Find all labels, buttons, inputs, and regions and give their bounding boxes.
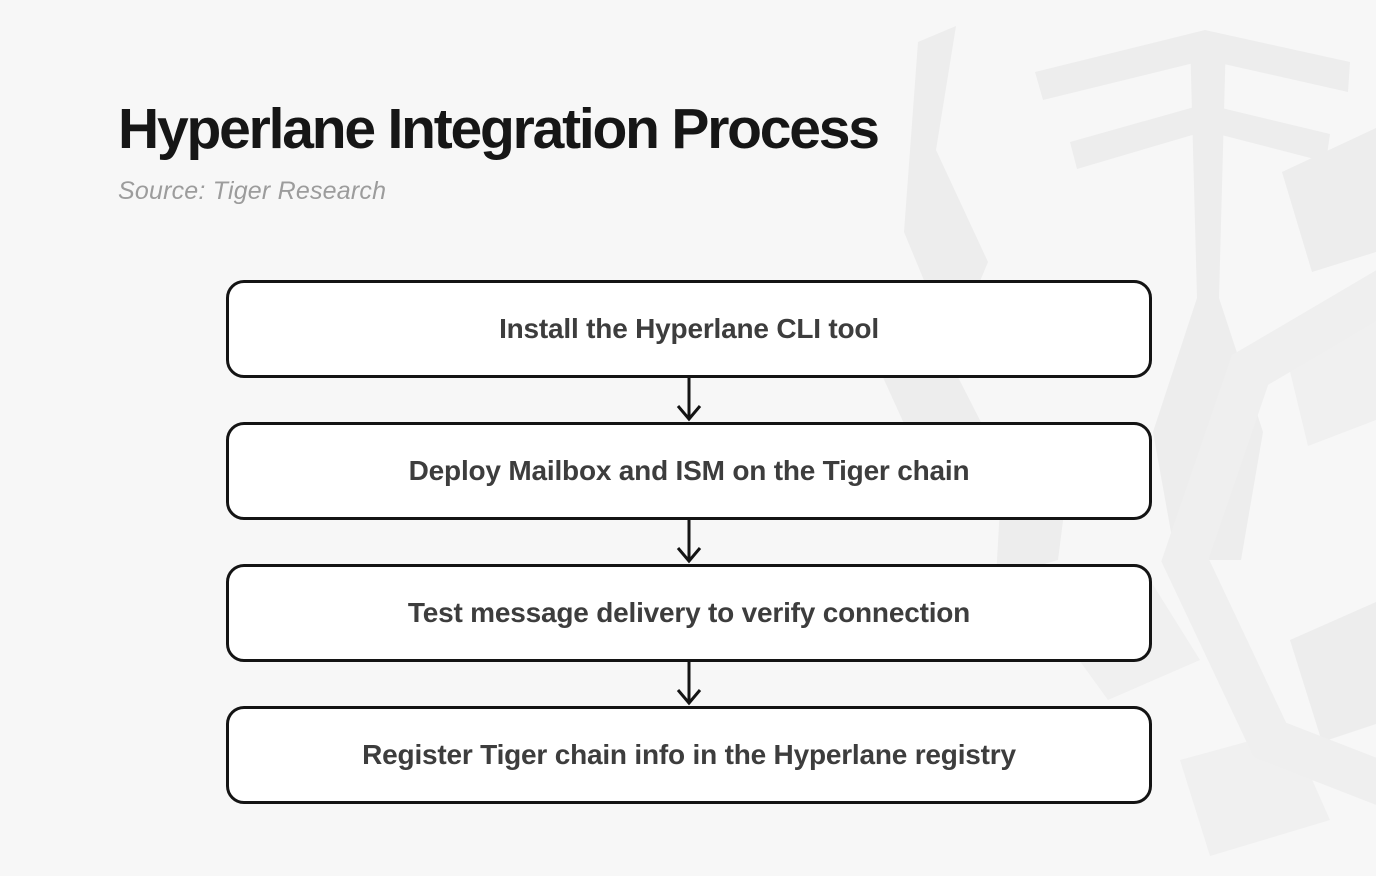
flow-connector-1	[226, 378, 1152, 422]
arrow-down-icon	[676, 662, 702, 706]
arrow-down-icon	[676, 378, 702, 422]
flow-step-4: Register Tiger chain info in the Hyperla…	[226, 706, 1152, 804]
flow-step-1-label: Install the Hyperlane CLI tool	[499, 313, 879, 344]
bottom-margin-strip	[0, 876, 1376, 888]
page-title: Hyperlane Integration Process	[118, 97, 880, 161]
flow-connector-2	[226, 520, 1152, 564]
flow-step-1: Install the Hyperlane CLI tool	[226, 280, 1152, 378]
header: Hyperlane Integration Process Source: Ti…	[118, 97, 880, 206]
flow-connector-3	[226, 662, 1152, 706]
flow-step-2: Deploy Mailbox and ISM on the Tiger chai…	[226, 422, 1152, 520]
source-caption: Source: Tiger Research	[118, 176, 387, 205]
process-flowchart: Install the Hyperlane CLI tool Deploy Ma…	[226, 280, 1152, 804]
flow-step-2-label: Deploy Mailbox and ISM on the Tiger chai…	[408, 455, 970, 486]
arrow-down-icon	[676, 520, 702, 564]
flow-step-3-label: Test message delivery to verify connecti…	[407, 597, 971, 628]
flow-step-4-label: Register Tiger chain info in the Hyperla…	[362, 739, 1016, 770]
flow-step-3: Test message delivery to verify connecti…	[226, 564, 1152, 662]
